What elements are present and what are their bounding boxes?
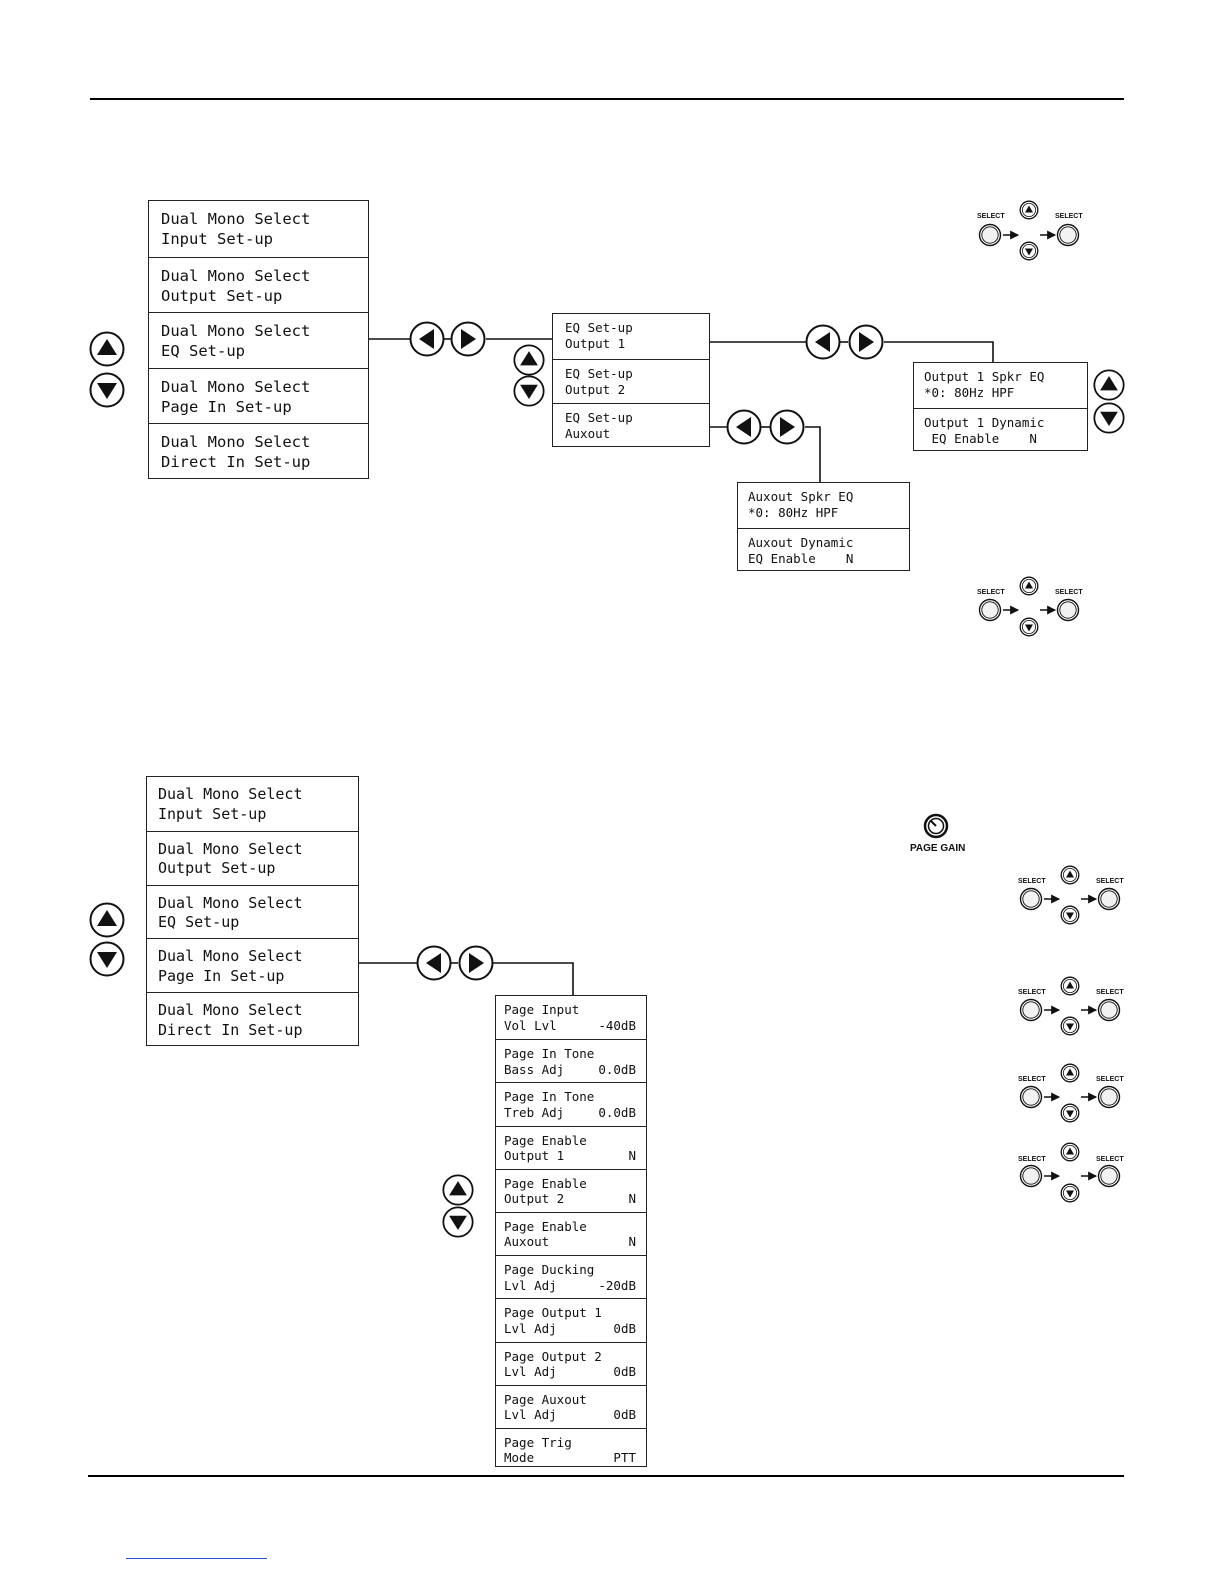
select-navigation-cluster <box>1019 1142 1121 1203</box>
select-navigation-cluster <box>1019 976 1121 1036</box>
down-arrow-icon <box>89 941 125 977</box>
up-arrow-icon <box>89 331 125 367</box>
menu-item[interactable]: Output 1 Dynamic EQ Enable N <box>914 407 1087 453</box>
select-label: SELECT <box>977 213 1005 220</box>
select-label: SELECT <box>1018 1156 1046 1163</box>
right-arrow-icon <box>450 321 486 357</box>
right-arrow-icon <box>848 324 884 360</box>
select-navigation-cluster <box>978 576 1080 637</box>
select-label: SELECT <box>1096 989 1124 996</box>
page-gain-label: PAGE GAIN <box>910 843 966 854</box>
down-arrow-icon <box>442 1206 474 1238</box>
select-navigation-cluster <box>1019 1063 1121 1123</box>
left-arrow-icon <box>416 945 452 981</box>
header-rule <box>90 98 1124 100</box>
select-label: SELECT <box>1018 989 1046 996</box>
select-label: SELECT <box>1018 1076 1046 1083</box>
select-label: SELECT <box>1096 878 1124 885</box>
left-arrow-icon <box>409 321 445 357</box>
down-arrow-icon <box>1093 402 1125 434</box>
select-label: SELECT <box>1096 1156 1124 1163</box>
gain-knob-icon <box>923 813 949 839</box>
footer-rule <box>88 1475 1124 1477</box>
select-label: SELECT <box>1055 213 1083 220</box>
auxout-eq-menu: Auxout Spkr EQ*0: 80Hz HPF Auxout Dynami… <box>737 482 910 571</box>
up-arrow-icon <box>513 344 545 376</box>
down-arrow-icon <box>513 375 545 407</box>
select-label: SELECT <box>1055 589 1083 596</box>
right-arrow-icon <box>769 409 805 445</box>
up-arrow-icon <box>442 1174 474 1206</box>
select-label: SELECT <box>977 589 1005 596</box>
down-arrow-icon <box>89 372 125 408</box>
output1-eq-menu: Output 1 Spkr EQ*0: 80Hz HPF Output 1 Dy… <box>913 362 1088 451</box>
up-arrow-icon <box>89 902 125 938</box>
footer-link-underline <box>126 1558 267 1559</box>
select-label: SELECT <box>1096 1076 1124 1083</box>
select-navigation-cluster <box>1019 865 1121 925</box>
select-navigation-cluster <box>978 200 1080 261</box>
left-arrow-icon <box>805 324 841 360</box>
menu-item[interactable]: Output 1 Spkr EQ*0: 80Hz HPF <box>924 369 1045 400</box>
right-arrow-icon <box>458 945 494 981</box>
left-arrow-icon <box>726 409 762 445</box>
menu-item[interactable]: Auxout Spkr EQ*0: 80Hz HPF <box>748 489 854 520</box>
up-arrow-icon <box>1093 369 1125 401</box>
select-label: SELECT <box>1018 878 1046 885</box>
